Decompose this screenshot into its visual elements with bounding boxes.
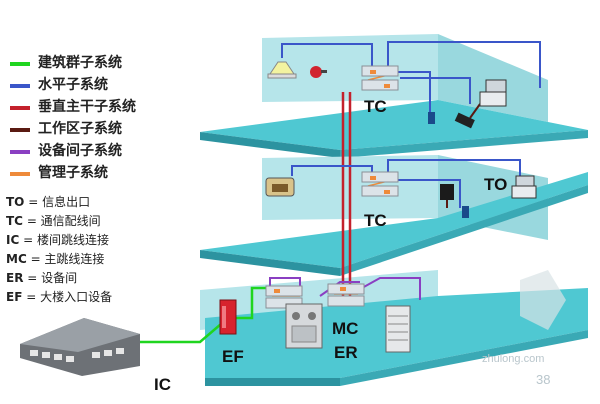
- legend-swatch: [10, 128, 30, 132]
- legend-label: 管理子系统: [38, 165, 108, 181]
- legend-label: 建筑群子系统: [38, 55, 122, 71]
- alarm-bell-icon: [310, 66, 327, 78]
- campus-building-icon: [20, 318, 140, 376]
- label-ef: EF: [222, 347, 244, 366]
- abbreviation-item: IC = 楼间跳线连接: [6, 231, 206, 250]
- abbreviation-text: = 主跳线连接: [26, 252, 105, 266]
- legend-swatch: [10, 172, 30, 176]
- label-tc-middle: TC: [364, 211, 387, 230]
- abbreviation-item: TC = 通信配线间: [6, 212, 206, 231]
- telephone-icon-top: [454, 112, 475, 129]
- entrance-facility-box: [219, 299, 237, 335]
- label-to: TO: [484, 175, 507, 194]
- abbreviation-item: ER = 设备间: [6, 269, 206, 288]
- abbreviation-item: EF = 大楼入口设备: [6, 288, 206, 307]
- legend-label: 设备间子系统: [38, 143, 122, 159]
- legend-label: 工作区子系统: [38, 121, 122, 137]
- legend-swatch: [10, 62, 30, 66]
- outlet-icon-top: [428, 112, 435, 124]
- horizontal-cables-middle: [291, 159, 521, 208]
- tc-patch-panel-middle: [361, 171, 399, 197]
- abbreviation-key: TC: [6, 214, 23, 228]
- legend-item: 设备间子系统: [6, 140, 206, 162]
- abbreviation-key: EF: [6, 290, 23, 304]
- server-cabinet-icon: [285, 303, 323, 349]
- ceiling-lamp-icon: [267, 61, 297, 79]
- abbreviation-key: TO: [6, 195, 25, 209]
- pbx-cabinet-icon: [385, 305, 411, 353]
- legend-swatch: [10, 84, 30, 88]
- abbreviation-item: MC = 主跳线连接: [6, 250, 206, 269]
- legend: 建筑群子系统水平子系统垂直主干子系统工作区子系统设备间子系统管理子系统: [6, 52, 206, 184]
- label-ic: IC: [154, 375, 171, 394]
- outlet-icon-middle: [462, 206, 469, 218]
- label-tc-top: TC: [364, 97, 387, 116]
- abbreviation-key: ER: [6, 271, 24, 285]
- equipment-room-cables: [269, 277, 421, 300]
- legend-item: 建筑群子系统: [6, 52, 206, 74]
- legend-item: 管理子系统: [6, 162, 206, 184]
- backbone-cables: [341, 92, 352, 300]
- label-er: ER: [334, 343, 358, 362]
- computer-icon-middle: [511, 175, 537, 199]
- watermark: zhulong.com 38: [482, 270, 566, 387]
- telephone-icon-middle: [440, 184, 454, 200]
- ic-patch-panel: [265, 285, 303, 309]
- legend-item: 垂直主干子系统: [6, 96, 206, 118]
- abbreviation-text: = 设备间: [23, 271, 78, 285]
- floor-top: [200, 34, 588, 158]
- horizontal-cables-top: [281, 41, 541, 120]
- abbreviation-text: = 大楼入口设备: [22, 290, 113, 304]
- label-mc: MC: [332, 319, 358, 338]
- campus-cables: [140, 286, 270, 344]
- abbreviation-key: IC: [6, 233, 20, 247]
- legend-swatch: [10, 150, 30, 154]
- abbreviation-key: MC: [6, 252, 27, 266]
- abbreviation-item: TO = 信息出口: [6, 193, 206, 212]
- printer-icon: [265, 177, 295, 197]
- legend-item: 水平子系统: [6, 74, 206, 96]
- legend-label: 水平子系统: [38, 77, 108, 93]
- legend-item: 工作区子系统: [6, 118, 206, 140]
- abbreviation-text: = 通信配线间: [23, 214, 101, 228]
- abbreviation-text: = 楼间跳线连接: [19, 233, 109, 247]
- watermark-badge: 38: [536, 372, 550, 387]
- watermark-site: zhulong.com: [482, 353, 544, 365]
- legend-label: 垂直主干子系统: [38, 99, 136, 115]
- legend-swatch: [10, 106, 30, 110]
- tc-patch-panel-top: [361, 65, 399, 91]
- abbreviation-text: = 信息出口: [24, 195, 91, 209]
- computer-icon-top: [479, 79, 507, 107]
- mc-patch-panel: [327, 283, 365, 307]
